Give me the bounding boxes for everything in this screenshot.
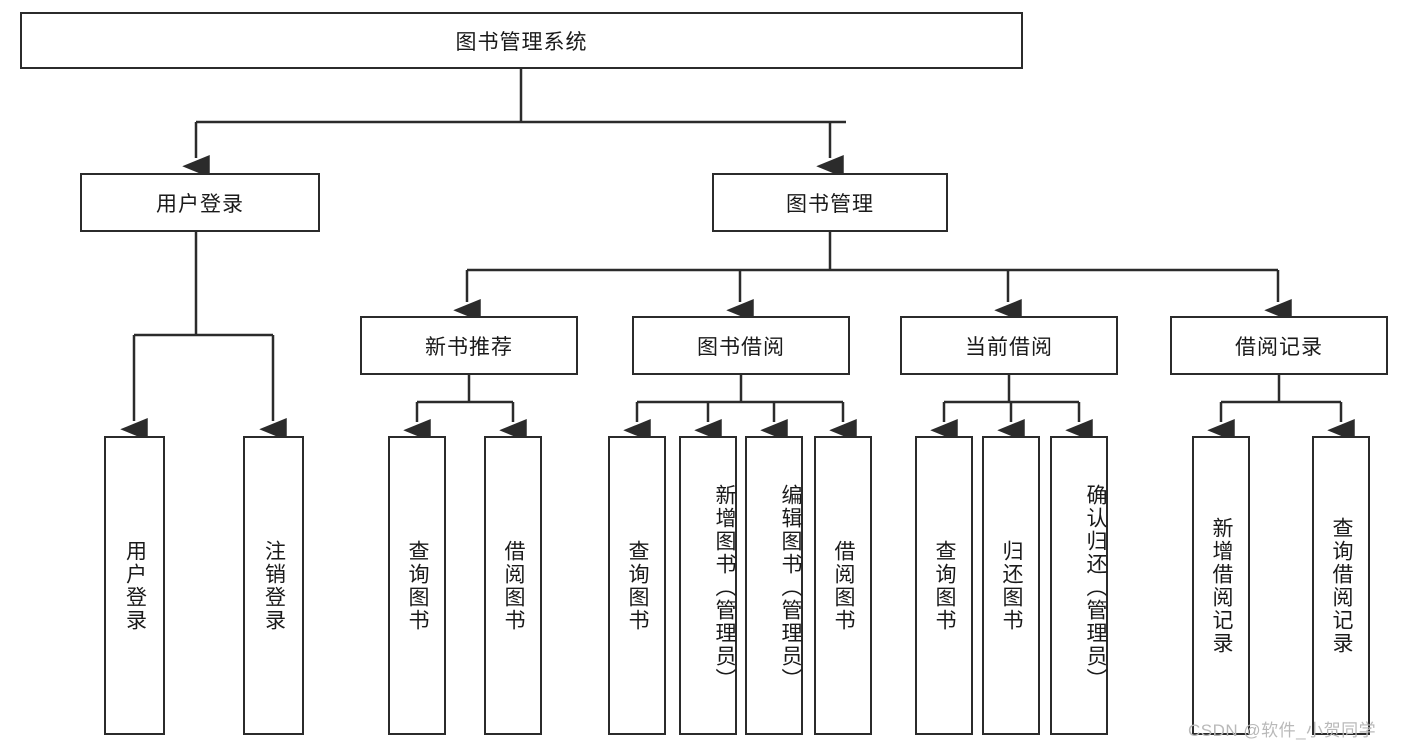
- node-leaf-user-login-label: 用户登录: [123, 539, 147, 632]
- node-leaf-return-book-label: 归还图书: [1000, 539, 1024, 632]
- node-leaf-confirm-return-admin[interactable]: 确认归还（管理员）: [1050, 436, 1108, 735]
- node-leaf-borrow-book-1[interactable]: 借阅图书: [484, 436, 542, 735]
- watermark: CSDN @软件_小贺同学: [1188, 721, 1377, 740]
- node-leaf-edit-book-admin[interactable]: 编辑图书（管理员）: [745, 436, 803, 735]
- node-root-label: 图书管理系统: [455, 30, 588, 54]
- node-book-borrow[interactable]: 图书借阅: [632, 316, 850, 375]
- node-leaf-add-book-admin-label: 新增图书（管理员）: [713, 484, 736, 691]
- node-book-manage-label: 图书管理: [786, 192, 874, 216]
- node-leaf-query-book-3-label: 查询图书: [933, 539, 957, 632]
- node-leaf-query-book-2-label: 查询图书: [626, 539, 650, 632]
- node-root[interactable]: 图书管理系统: [20, 12, 1023, 69]
- node-leaf-borrow-book-1-label: 借阅图书: [502, 539, 526, 632]
- node-new-book-recommend[interactable]: 新书推荐: [360, 316, 578, 375]
- node-borrow-record[interactable]: 借阅记录: [1170, 316, 1388, 375]
- node-leaf-user-login[interactable]: 用户登录: [104, 436, 165, 735]
- node-leaf-query-book-2[interactable]: 查询图书: [608, 436, 666, 735]
- node-leaf-query-borrow-record-label: 查询借阅记录: [1330, 516, 1354, 655]
- node-leaf-query-book-3[interactable]: 查询图书: [915, 436, 973, 735]
- node-user-login-label: 用户登录: [156, 192, 244, 216]
- node-leaf-return-book[interactable]: 归还图书: [982, 436, 1040, 735]
- node-leaf-borrow-book-2-label: 借阅图书: [832, 539, 856, 632]
- node-leaf-query-book-1-label: 查询图书: [406, 539, 430, 632]
- node-leaf-logout-login-label: 注销登录: [262, 539, 286, 632]
- node-leaf-confirm-return-admin-label: 确认归还（管理员）: [1084, 484, 1107, 691]
- node-new-book-recommend-label: 新书推荐: [425, 335, 513, 359]
- node-leaf-add-borrow-record[interactable]: 新增借阅记录: [1192, 436, 1250, 735]
- node-leaf-query-book-1[interactable]: 查询图书: [388, 436, 446, 735]
- node-user-login[interactable]: 用户登录: [80, 173, 320, 232]
- node-leaf-borrow-book-2[interactable]: 借阅图书: [814, 436, 872, 735]
- node-current-borrow[interactable]: 当前借阅: [900, 316, 1118, 375]
- node-current-borrow-label: 当前借阅: [965, 335, 1053, 359]
- node-borrow-record-label: 借阅记录: [1235, 335, 1323, 359]
- node-book-borrow-label: 图书借阅: [697, 335, 785, 359]
- node-leaf-add-book-admin[interactable]: 新增图书（管理员）: [679, 436, 737, 735]
- node-leaf-edit-book-admin-label: 编辑图书（管理员）: [779, 484, 802, 691]
- node-leaf-add-borrow-record-label: 新增借阅记录: [1210, 516, 1234, 655]
- node-book-manage[interactable]: 图书管理: [712, 173, 948, 232]
- node-leaf-query-borrow-record[interactable]: 查询借阅记录: [1312, 436, 1370, 735]
- node-leaf-logout-login[interactable]: 注销登录: [243, 436, 304, 735]
